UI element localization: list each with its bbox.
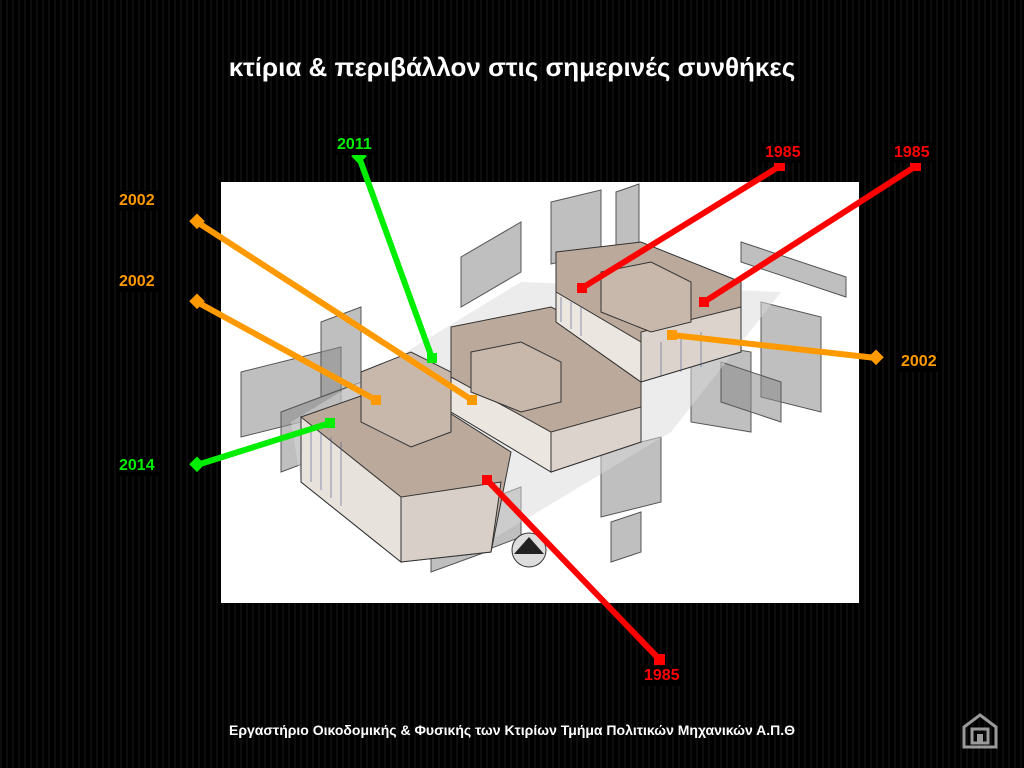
year-label-2002-b: 2002 xyxy=(116,272,158,292)
arrow-2002-a xyxy=(194,219,475,403)
arrow-2002-c xyxy=(669,332,879,361)
slide-title: κτίρια & περιβάλλον στις σημερινές συνθή… xyxy=(228,52,796,82)
arrow-2011 xyxy=(356,154,435,361)
lab-logo-icon xyxy=(962,713,998,754)
arrow-2002-b xyxy=(194,299,379,403)
north-arrow-icon xyxy=(511,532,547,568)
year-label-1985-a: 1985 xyxy=(762,143,804,163)
year-label-2002-a: 2002 xyxy=(116,191,158,211)
year-label-1985-c: 1985 xyxy=(641,666,683,686)
year-label-2002-c: 2002 xyxy=(898,352,940,372)
year-label-1985-b: 1985 xyxy=(891,143,933,163)
arrow-1985-c xyxy=(484,477,663,663)
footer-text: Εργαστήριο Οικοδομικής & Φυσικής των Κτι… xyxy=(228,722,796,738)
arrow-2014 xyxy=(194,420,333,468)
arrow-1985-b xyxy=(701,163,919,305)
arrow-1985-a xyxy=(579,163,783,291)
year-label-2014: 2014 xyxy=(116,456,158,476)
year-label-2011: 2011 xyxy=(334,135,375,155)
